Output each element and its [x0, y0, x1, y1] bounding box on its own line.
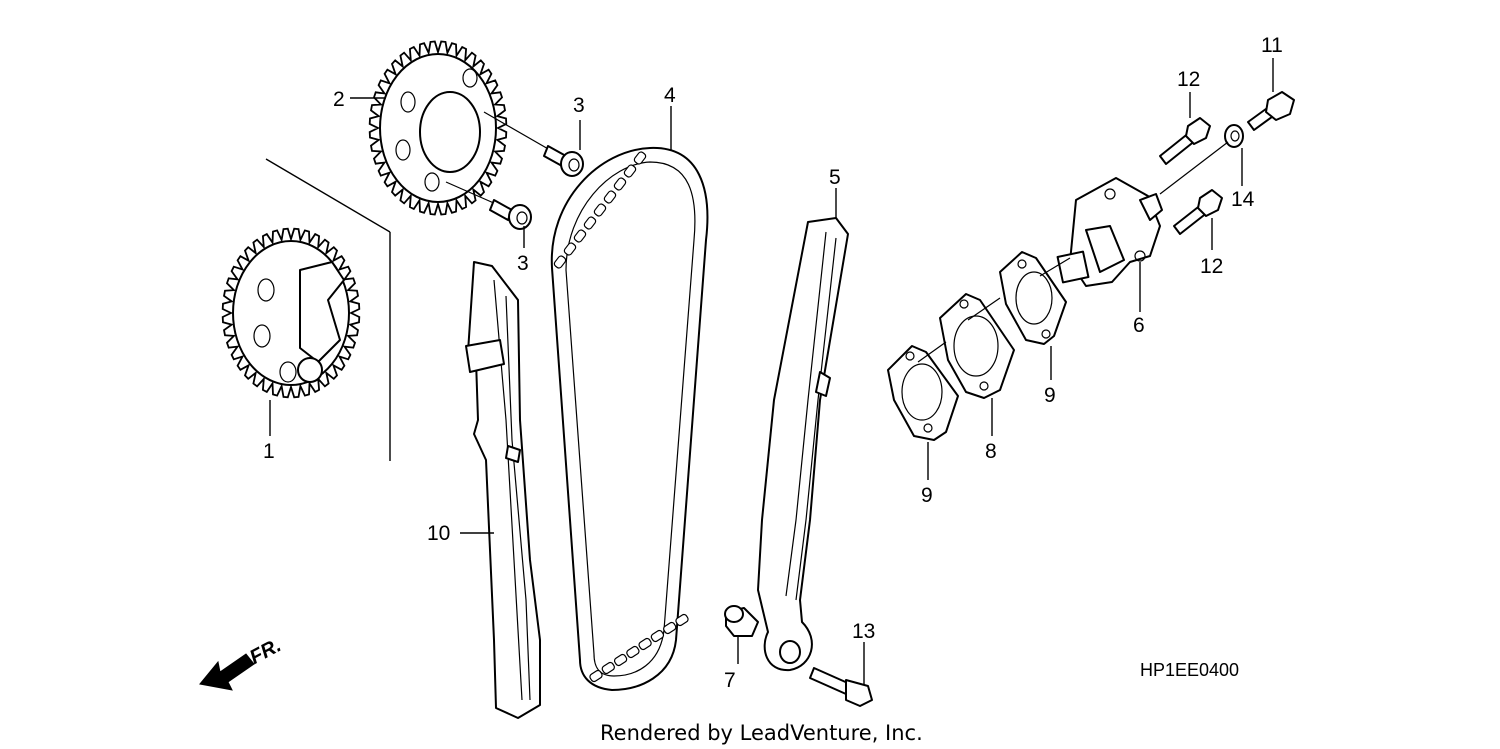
chain-link — [601, 661, 615, 675]
callout-5: 5 — [829, 166, 841, 189]
chain-link — [593, 203, 607, 217]
bolt-3-upper[interactable] — [483, 111, 584, 177]
bolt-12-upper[interactable] — [1159, 117, 1211, 165]
sprocket-2[interactable] — [368, 40, 508, 216]
assembly-axis-line-2 — [1039, 257, 1071, 277]
cam-chain-4[interactable] — [550, 146, 709, 691]
callout-8: 8 — [985, 440, 997, 463]
chain-link — [603, 190, 617, 204]
sprocket-1[interactable] — [221, 227, 361, 399]
chain-link — [650, 629, 665, 643]
front-direction-indicator: FR. — [199, 634, 285, 691]
callout-4: 4 — [664, 84, 676, 107]
sprocket-2-bore — [419, 91, 481, 173]
front-arrow-icon — [199, 653, 255, 691]
collar-7[interactable] — [724, 605, 759, 637]
chain-link — [675, 613, 689, 627]
callout-12-lower: 12 — [1200, 255, 1223, 278]
cam-chain-links — [553, 151, 689, 683]
leader-lines — [269, 58, 1274, 684]
callout-10: 10 — [427, 522, 450, 545]
sprocket-1-decompressor — [299, 261, 345, 363]
chain-link — [626, 645, 640, 659]
chain-link — [613, 177, 627, 191]
callout-11: 11 — [1261, 34, 1283, 57]
spacer-8[interactable] — [939, 293, 1015, 399]
bolt-11[interactable] — [1247, 91, 1295, 131]
bolt-13[interactable] — [809, 667, 873, 707]
chain-link — [573, 229, 587, 243]
callout-6: 6 — [1133, 314, 1145, 337]
callout-14: 14 — [1231, 188, 1255, 211]
diagram-code: HP1EE0400 — [1140, 660, 1239, 680]
chain-link — [589, 669, 603, 683]
callout-9-lower: 9 — [921, 484, 933, 507]
assembly-axis-line-4 — [917, 341, 947, 363]
section-bracket — [265, 158, 391, 461]
gasket-9-lower[interactable] — [887, 345, 959, 441]
gasket-9-upper[interactable] — [999, 251, 1067, 345]
assembly-axis-line-3 — [967, 297, 1001, 321]
callout-1: 1 — [263, 440, 275, 463]
chain-link — [563, 242, 577, 256]
sprocket-1-spring — [297, 357, 323, 383]
chain-link — [623, 164, 637, 178]
chain-guide-10[interactable] — [465, 261, 541, 719]
callout-9-upper: 9 — [1044, 384, 1056, 407]
chain-link — [638, 637, 652, 651]
chain-link — [633, 151, 647, 165]
render-credit: Rendered by LeadVenture, Inc. — [600, 721, 923, 745]
tensioner-guide-5[interactable] — [757, 217, 849, 672]
callout-2: 2 — [333, 88, 345, 111]
washer-14[interactable] — [1224, 124, 1244, 148]
callout-labels: 2 3 3 4 5 6 1 10 7 13 8 9 9 11 12 12 14 — [263, 34, 1283, 692]
tensioner-lifter-6[interactable] — [1056, 177, 1163, 287]
callout-3-upper: 3 — [573, 94, 585, 117]
bolt-3-lower[interactable] — [445, 181, 532, 230]
callout-3-lower: 3 — [517, 252, 529, 275]
chain-link — [613, 653, 628, 667]
callout-12-upper: 12 — [1177, 68, 1200, 91]
chain-link — [583, 216, 597, 230]
chain-link — [663, 621, 677, 635]
assembly-axis-line — [1159, 141, 1229, 195]
chain-link — [553, 255, 567, 269]
callout-13: 13 — [852, 620, 875, 643]
bolt-12-lower[interactable] — [1173, 189, 1223, 235]
callout-7: 7 — [724, 669, 736, 692]
